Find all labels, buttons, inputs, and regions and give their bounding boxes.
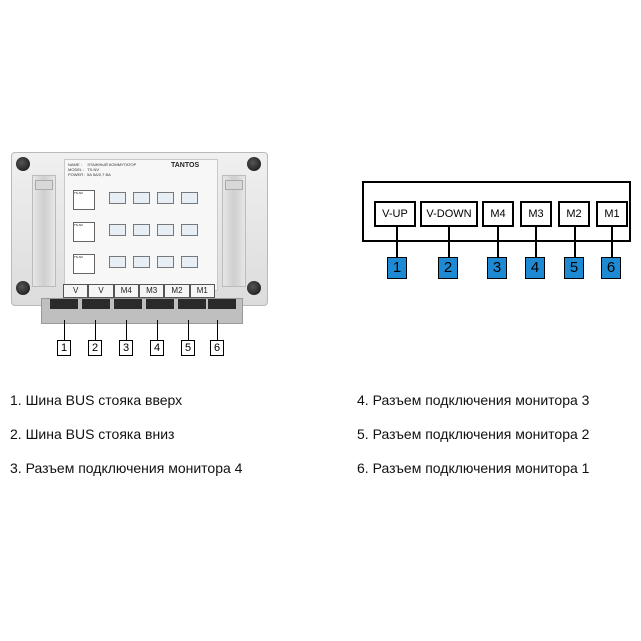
- chip-label: TS-NV: [74, 223, 83, 227]
- key-box: [157, 256, 174, 268]
- device-terminal-labels: V V M4 M3 M2 M1: [63, 284, 215, 298]
- terminal-label: M2: [164, 284, 190, 298]
- legend-item-2: 2. Шина BUS стояка вниз: [10, 426, 175, 442]
- device-photo: NAME : ЭТАЖНЫЙ КОММУТАТОР MODEL : TS-NV …: [11, 152, 268, 324]
- module-row-1: TS-NV: [73, 190, 208, 214]
- module-chip: TS-NV: [73, 222, 95, 242]
- device-model-label: MODEL :: [68, 167, 85, 172]
- schematic-lead: [535, 227, 537, 257]
- schematic-lead: [396, 227, 398, 257]
- schematic-lead: [448, 227, 450, 257]
- device-power-value: 5A 5A/0,7 BA: [87, 172, 111, 177]
- mount-slot-right: [222, 175, 246, 287]
- callout-line: [95, 320, 96, 340]
- screw-top-left: [16, 157, 30, 171]
- mount-slot-left: [32, 175, 56, 287]
- schematic-lead: [574, 227, 576, 257]
- device-callout-6: 6: [210, 340, 224, 356]
- brand-logo: TANTOS: [171, 162, 200, 169]
- schematic-lead: [497, 227, 499, 257]
- terminal: [178, 299, 206, 309]
- device-name-label: NAME :: [68, 162, 82, 167]
- module-chip: TS-NV: [73, 254, 95, 274]
- module-row-3: TS-NV: [73, 254, 208, 278]
- schematic-number-3: 3: [487, 257, 507, 279]
- key-box: [109, 192, 126, 204]
- callout-line: [64, 320, 65, 340]
- legend-item-3: 3. Разъем подключения монитора 4: [10, 460, 243, 476]
- key-box: [157, 224, 174, 236]
- terminal-label: V: [63, 284, 89, 298]
- connector-v-up: V-UP: [374, 201, 416, 227]
- key-box: [133, 256, 150, 268]
- key-box: [109, 256, 126, 268]
- key-box: [181, 192, 198, 204]
- device-model-value: TS-NV: [87, 167, 99, 172]
- device-callout-2: 2: [88, 340, 102, 356]
- legend-item-4: 4. Разъем подключения монитора 3: [357, 392, 590, 408]
- terminal: [146, 299, 174, 309]
- terminal-label: M1: [189, 284, 215, 298]
- legend-item-6: 6. Разъем подключения монитора 1: [357, 460, 590, 476]
- legend-item-1: 1. Шина BUS стояка вверх: [10, 392, 183, 408]
- callout-line: [157, 320, 158, 340]
- key-box: [133, 224, 150, 236]
- schematic-frame: [362, 181, 631, 242]
- terminal-block: [41, 298, 243, 324]
- device-callout-5: 5: [181, 340, 195, 356]
- terminal: [114, 299, 142, 309]
- legend-item-5: 5. Разъем подключения монитора 2: [357, 426, 590, 442]
- module-chip: TS-NV: [73, 190, 95, 210]
- terminal: [208, 299, 236, 309]
- key-box: [181, 256, 198, 268]
- key-box: [181, 224, 198, 236]
- connector-m1: M1: [596, 201, 628, 227]
- device-callout-1: 1: [57, 340, 71, 356]
- callout-line: [126, 320, 127, 340]
- terminal-label: M3: [138, 284, 165, 298]
- schematic-number-5: 5: [564, 257, 584, 279]
- callout-line: [217, 320, 218, 340]
- chip-label: TS-NV: [74, 191, 83, 195]
- connector-v-down: V-DOWN: [420, 201, 478, 227]
- schematic-number-6: 6: [601, 257, 621, 279]
- key-box: [109, 224, 126, 236]
- screw-bottom-left: [16, 281, 30, 295]
- device-name-value: ЭТАЖНЫЙ КОММУТАТОР: [87, 162, 137, 167]
- terminal: [50, 299, 78, 309]
- screw-top-right: [247, 157, 261, 171]
- device-body: NAME : ЭТАЖНЫЙ КОММУТАТОР MODEL : TS-NV …: [11, 152, 268, 306]
- schematic-number-2: 2: [438, 257, 458, 279]
- chip-label: TS-NV: [74, 255, 83, 259]
- terminal: [82, 299, 110, 309]
- module-row-2: TS-NV: [73, 222, 208, 246]
- device-callout-4: 4: [150, 340, 164, 356]
- key-box: [157, 192, 174, 204]
- schematic-number-4: 4: [525, 257, 545, 279]
- callout-line: [188, 320, 189, 340]
- device-callout-3: 3: [119, 340, 133, 356]
- schematic-number-1: 1: [387, 257, 407, 279]
- device-face: NAME : ЭТАЖНЫЙ КОММУТАТОР MODEL : TS-NV …: [64, 159, 218, 291]
- terminal-label: V: [88, 284, 114, 298]
- connector-m3: M3: [520, 201, 552, 227]
- terminal-label: M4: [113, 284, 139, 298]
- connector-m4: M4: [482, 201, 514, 227]
- key-box: [133, 192, 150, 204]
- schematic-lead: [611, 227, 613, 257]
- connector-m2: M2: [558, 201, 590, 227]
- device-power-label: POWER :: [68, 172, 86, 177]
- screw-bottom-right: [247, 281, 261, 295]
